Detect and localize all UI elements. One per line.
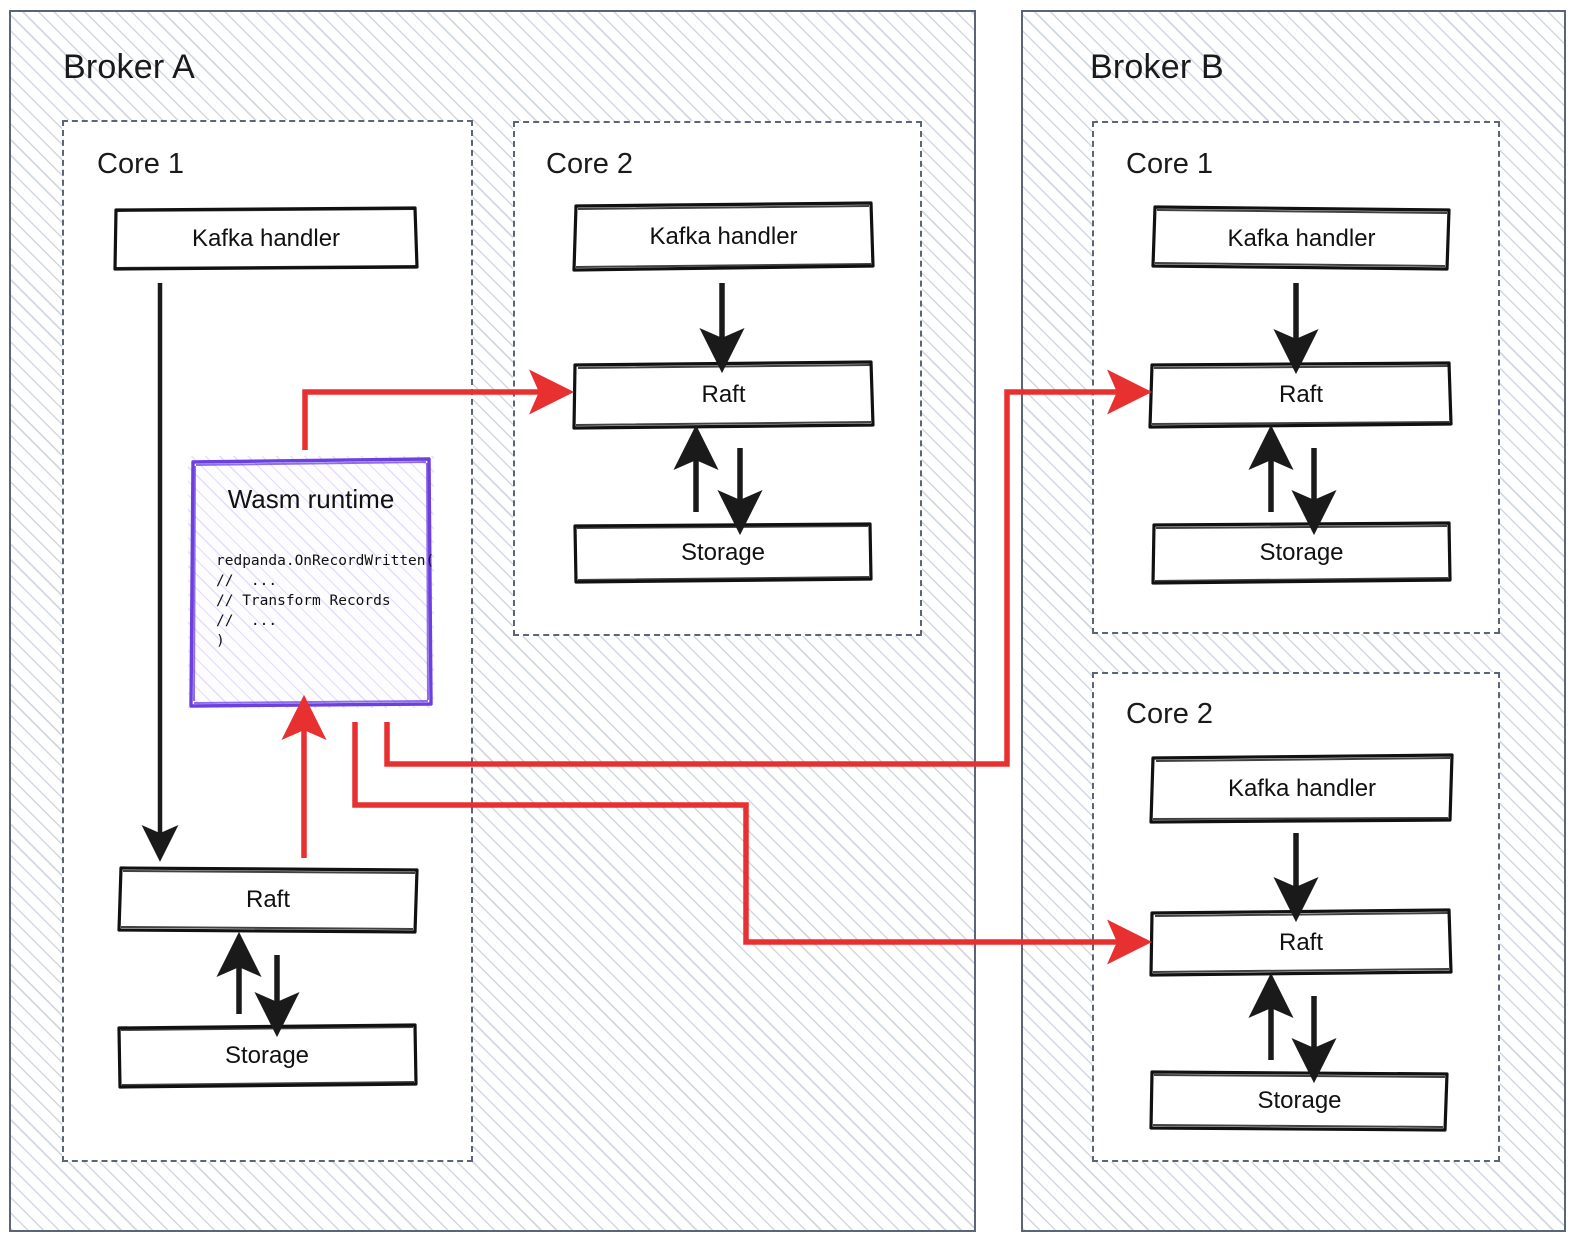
- box-label: Storage: [224, 1042, 310, 1069]
- broker-b-core-1-storage-box[interactable]: Storage: [1150, 520, 1453, 586]
- sketch-rect: [1151, 521, 1452, 585]
- sketch-rect: [113, 206, 419, 271]
- broker-b-core-2-storage-box[interactable]: Storage: [1148, 1068, 1451, 1134]
- broker-b-core-2-title: Core 2: [1126, 698, 1214, 730]
- box-label: Kafka handler: [191, 224, 341, 252]
- sketch-rect: [1151, 205, 1451, 271]
- sketch-rect: [572, 201, 875, 272]
- box-label: Raft: [1278, 381, 1323, 408]
- sketch-rect: [1149, 1070, 1449, 1132]
- broker-b-core-1-title: Core 1: [1126, 148, 1214, 180]
- sketch-rect: [117, 866, 419, 934]
- box-label: Raft: [245, 886, 290, 913]
- box-label: Storage: [680, 539, 766, 566]
- broker-a-core-2-kafka-handler-box[interactable]: Kafka handler: [572, 200, 875, 273]
- broker-b-title: Broker B: [1090, 48, 1224, 86]
- wasm-runtime-title: Wasm runtime: [227, 484, 395, 514]
- arrow-wasm-to-b2-raft: [352, 722, 1153, 965]
- arrow-wasm-to-b1-raft: [384, 369, 1153, 767]
- box-label: Kafka handler: [1227, 224, 1376, 252]
- box-label: Raft: [1278, 929, 1323, 956]
- arrow-wasm-to-a2-raft: [302, 369, 575, 450]
- broker-a-core-2-storage-box[interactable]: Storage: [572, 521, 874, 585]
- broker-a-core-1-kafka-handler-box[interactable]: Kafka handler: [113, 205, 419, 272]
- sketch-rect: [572, 360, 875, 430]
- box-label: Storage: [1259, 539, 1344, 566]
- box-label: Storage: [1257, 1087, 1342, 1114]
- broker-a-title: Broker A: [63, 48, 195, 86]
- wasm-runtime-code: redpanda.OnRecordWritten( // ... // Tran…: [216, 553, 435, 649]
- box-label: Raft: [701, 381, 746, 408]
- broker-b-core-2-kafka-handler-box[interactable]: Kafka handler: [1148, 752, 1456, 825]
- sketch-rect: [573, 522, 873, 584]
- broker-a-core-1-title: Core 1: [97, 148, 185, 180]
- broker-a-core-2-raft-box[interactable]: Raft: [571, 359, 876, 431]
- broker-a-core-1-raft-box[interactable]: Raft: [116, 864, 420, 936]
- broker-a-core-1-storage-box[interactable]: Storage: [116, 1022, 418, 1090]
- broker-b-core-1-kafka-handler-box[interactable]: Kafka handler: [1150, 204, 1453, 273]
- broker-a-core-2-title: Core 2: [546, 148, 634, 180]
- box-label: Kafka handler: [1227, 774, 1377, 802]
- sketch-rect: [1149, 753, 1454, 824]
- wasm-runtime-box[interactable]: Wasm runtime redpanda.OnRecordWritten( /…: [188, 456, 434, 708]
- box-label: Kafka handler: [649, 222, 798, 250]
